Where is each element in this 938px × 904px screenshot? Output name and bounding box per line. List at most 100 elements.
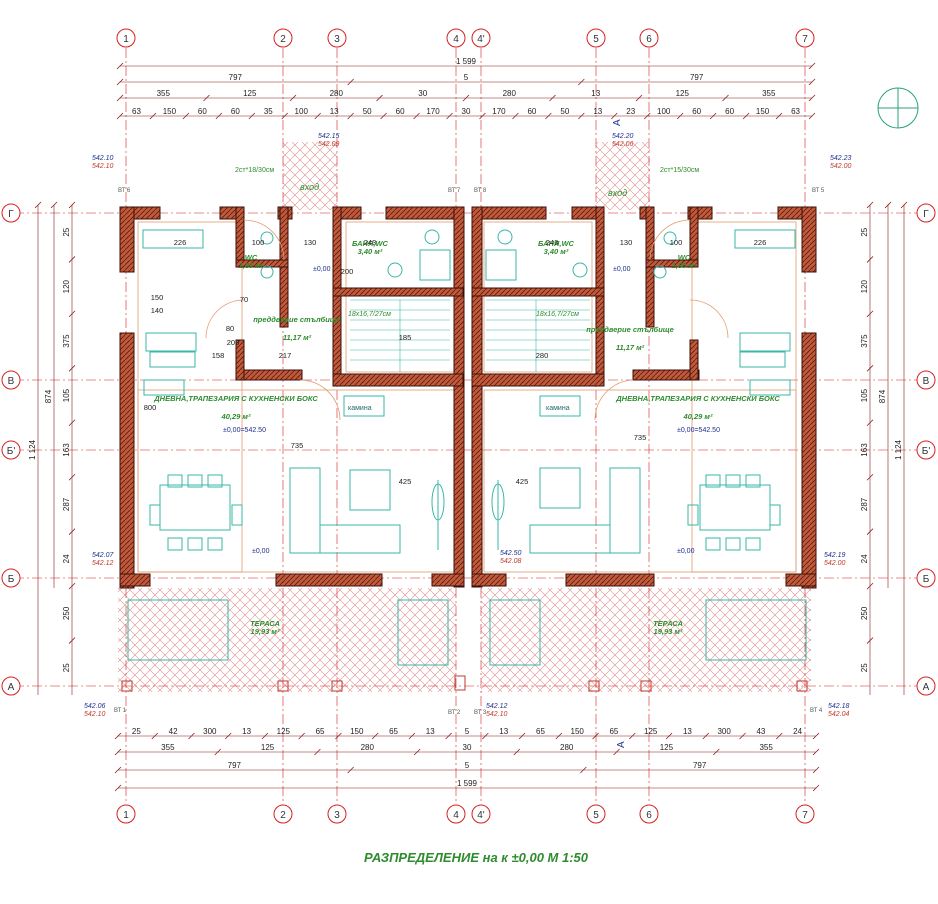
top-row3-tick-9 (413, 112, 420, 120)
axis-label-h-3-0: Б (8, 574, 15, 585)
terrace-doors (431, 480, 505, 550)
bottom-row3-label-7: 65 (389, 727, 398, 736)
top-row3-label-9: 170 (426, 107, 440, 116)
top-row3-tick-end (808, 112, 816, 120)
elev-b-8: 542.10 (486, 711, 508, 718)
bottom-row2-label-0: 355 (161, 743, 175, 752)
top-row3-tick-0 (116, 112, 124, 120)
elev-a-2: 542.20 (612, 133, 634, 140)
axis-label-h-0-0: Г (8, 209, 14, 220)
left-seg-label-0: 25 (62, 227, 71, 236)
left-seg-tick-3 (68, 365, 76, 372)
elev-b-6: 542.00 (824, 560, 846, 567)
inner-dim-7: 226 (754, 238, 767, 247)
label-zero-2: ±0,00 (613, 266, 631, 273)
top-row3-tick-19 (742, 112, 750, 120)
top-row3-label-15: 23 (626, 107, 635, 116)
axis-label-2-1: 3 (334, 810, 340, 821)
axis-bubble-0-0 (116, 28, 136, 48)
axis-bubble-1-0 (273, 28, 293, 48)
top-row3-label-2: 60 (198, 107, 207, 116)
elev-b-1: 542.09 (318, 141, 340, 148)
left-seg-label-2: 375 (62, 334, 71, 348)
bottom-halves-label-0: 797 (228, 761, 242, 770)
axis-bubble-5-0 (586, 28, 606, 48)
top-row3-tick-12 (512, 112, 519, 120)
bottom-row3-label-0: 25 (132, 727, 141, 736)
inner-dim-12: 735 (291, 441, 304, 450)
door-swings (205, 219, 729, 421)
axis-label-1-1: 2 (280, 810, 286, 821)
right-seg-label-1: 120 (860, 279, 869, 293)
right-seg-tick-8 (866, 637, 874, 644)
room-6-name: WC (678, 253, 691, 262)
bottom-row3-label-16: 300 (717, 727, 731, 736)
bottom-row3-tick-3 (224, 732, 232, 740)
axis-bubble-h-3-0 (1, 568, 21, 588)
axis-label-6-0: 6 (646, 34, 652, 45)
top-total-tick-end (808, 62, 816, 70)
axis-bubble-6-1 (639, 804, 659, 824)
bottom-row3-tick-18 (775, 732, 783, 740)
left-seg-label-1: 120 (62, 279, 71, 293)
left-seg-label-3: 105 (62, 388, 71, 402)
room-8-area: 40,29 м² (683, 412, 713, 421)
entrance-hatch-left (283, 142, 337, 210)
elev-b-5: 542.08 (500, 558, 522, 565)
top-row2-tick-end (808, 94, 816, 102)
axis-label-5-0: 5 (593, 34, 599, 45)
bt-tag-0: ВТ 6 (118, 188, 131, 194)
right-total-label-0: 1 124 (894, 439, 903, 460)
bottom-row2-label-2: 280 (361, 743, 375, 752)
room-7-name: преддверие стълбище (586, 325, 674, 334)
axis-bubble-7-1 (795, 804, 815, 824)
left-seg-tick-7 (68, 582, 76, 590)
inner-dim-22: 280 (536, 351, 549, 360)
label-zero-4: ±0,00=542.50 (677, 427, 720, 434)
bottom-row3-tick-12 (555, 732, 563, 740)
elev-b-2: 542.06 (612, 141, 634, 148)
axis-label-5-1: 5 (593, 810, 599, 821)
top-row3-tick-11 (479, 112, 486, 120)
left-seg-label-5: 287 (62, 497, 71, 511)
room-6-area: 1,80 м² (672, 261, 697, 270)
left-seg-label-7: 250 (62, 606, 71, 620)
room-0-area: 1,80 м² (239, 261, 264, 270)
room-0-name: WC (245, 253, 258, 262)
right-seg-label-0: 25 (860, 227, 869, 236)
right-seg-tick-4 (866, 419, 874, 427)
inner-dim-8: 200 (227, 338, 240, 347)
top-row3-tick-16 (643, 112, 651, 120)
room-9-name: ТЕРАСА (653, 619, 683, 628)
bottom-total-tick-0 (114, 784, 122, 792)
top-row2-label-2: 280 (330, 89, 344, 98)
right-seg-tick-5 (866, 473, 874, 481)
top-row3-tick-4 (248, 112, 256, 120)
stairs (350, 299, 590, 372)
axis-label-0-1: 1 (123, 810, 129, 821)
axis-bubble-6-0 (639, 28, 659, 48)
elev-a-4: 542.07 (92, 552, 115, 559)
elev-b-7: 542.10 (84, 711, 106, 718)
label-zero-6: ±0,00 (677, 548, 695, 555)
axis-bubble-4-0 (471, 28, 491, 48)
bt-tag-7: ВТ 4 (810, 708, 823, 714)
top-row2-label-7: 355 (762, 89, 776, 98)
bottom-row3-tick-17 (739, 732, 746, 740)
elev-b-4: 542.12 (92, 560, 114, 567)
bottom-row3-tick-8 (408, 732, 416, 740)
bottom-row3-tick-13 (592, 732, 599, 740)
bottom-total-tick-end (812, 784, 820, 792)
top-row3-tick-15 (611, 112, 618, 120)
elev-a-8: 542.12 (486, 703, 508, 710)
top-row2-label-5: 13 (591, 89, 600, 98)
right-seg-tick-3 (866, 365, 874, 372)
north-arrow-icon (877, 87, 919, 129)
terrace-hatch-left (118, 588, 456, 692)
top-row3-label-14: 13 (593, 107, 602, 116)
elevation-marks: 542.10542.10542.15542.09542.20542.06542.… (84, 133, 852, 718)
axis-label-7-1: 7 (802, 810, 808, 821)
terrace-hatch-right (481, 588, 811, 692)
room-1-area: 11,17 м² (283, 333, 312, 342)
room-3-area: 40,29 м² (221, 412, 251, 421)
